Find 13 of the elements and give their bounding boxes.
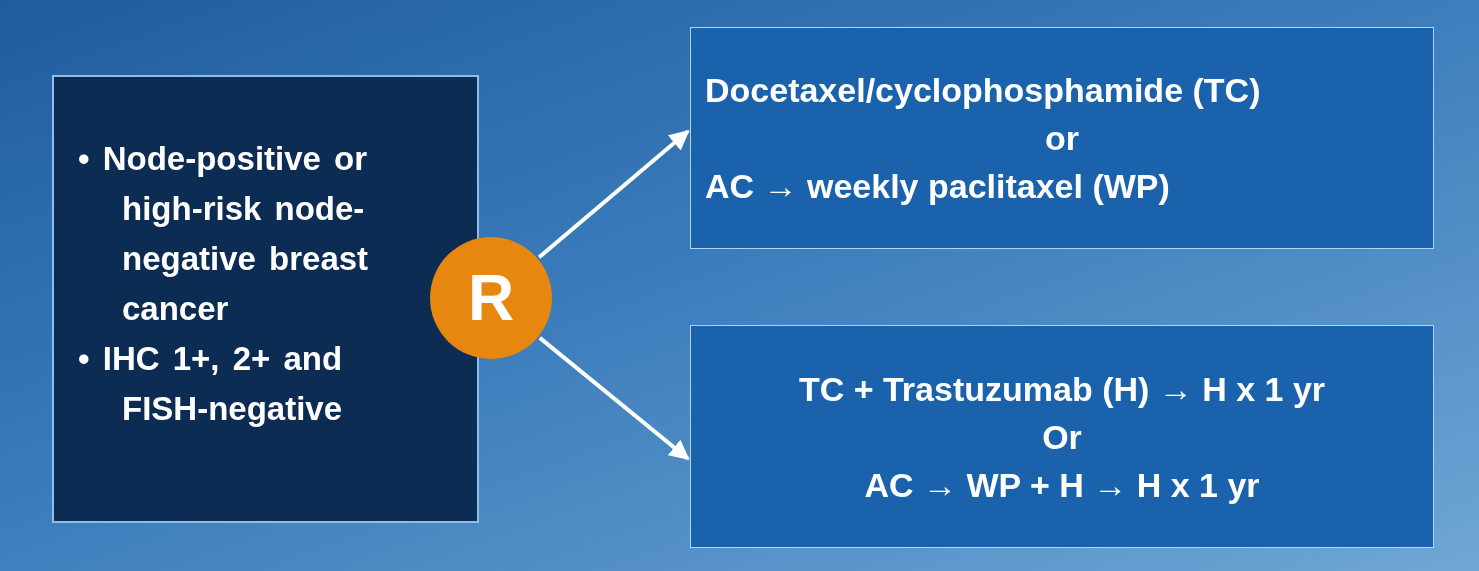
regimen-text: Docetaxel/cyclophosphamide (TC) xyxy=(705,70,1262,111)
treatment-arm-box xyxy=(690,325,1434,548)
treatment-arm-box xyxy=(690,27,1434,249)
randomization-label: R xyxy=(467,266,515,330)
regimen-text: or xyxy=(1044,118,1080,159)
regimen-text: Or xyxy=(1041,416,1083,458)
regimen-text: TC + Trastuzumab (H) → H x 1 yr xyxy=(797,368,1327,410)
regimen-text: AC → WP + H → H x 1 yr xyxy=(863,464,1261,506)
arrow xyxy=(538,336,690,461)
bullet-text: • IHC 1+, 2+ and FISH-negative xyxy=(78,339,344,429)
bullet-text: • Node-positive or high-risk node-negative breast cancer xyxy=(78,139,370,329)
regimen-text: AC → weekly paclitaxel (WP) xyxy=(705,166,1171,207)
arrow xyxy=(537,129,690,259)
